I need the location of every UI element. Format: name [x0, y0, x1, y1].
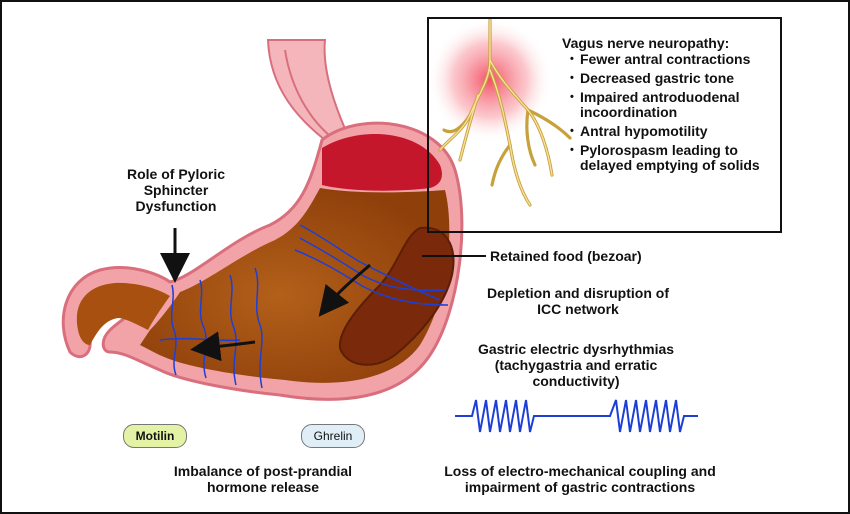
dysrhythmia-label: Gastric electric dysrhythmias (tachygast… [477, 341, 675, 389]
icc-label: Depletion and disruption of ICC network [487, 285, 669, 317]
motilin-badge: Motilin [123, 424, 187, 448]
ecg-trace [455, 399, 698, 433]
vagus-effect-item: Impaired antroduodenal incoordination [570, 90, 770, 120]
vagus-effects-list: Fewer antral contractions Decreased gast… [570, 52, 770, 177]
vagus-effect-item: Pylorospasm leading to delayed emptying … [570, 143, 770, 173]
vagus-title: Vagus nerve neuropathy: [562, 35, 730, 51]
coupling-label: Loss of electro-mechanical coupling and … [444, 463, 716, 495]
vagus-effect-item: Fewer antral contractions [570, 52, 770, 68]
bezoar [338, 226, 455, 366]
pyloric-label: Role of Pyloric Sphincter Dysfunction [126, 166, 226, 214]
hormone-caption: Imbalance of post-prandial hormone relea… [173, 463, 353, 495]
vagus-inset-box [427, 17, 782, 233]
vagus-effect-item: Decreased gastric tone [570, 71, 770, 87]
peristalsis-arrows [190, 263, 371, 362]
ghrelin-badge: Ghrelin [301, 424, 365, 448]
vagus-effect-item: Antral hypomotility [570, 124, 770, 140]
retained-food-label: Retained food (bezoar) [490, 248, 642, 264]
vagus-nerve-illustration [428, 18, 572, 207]
